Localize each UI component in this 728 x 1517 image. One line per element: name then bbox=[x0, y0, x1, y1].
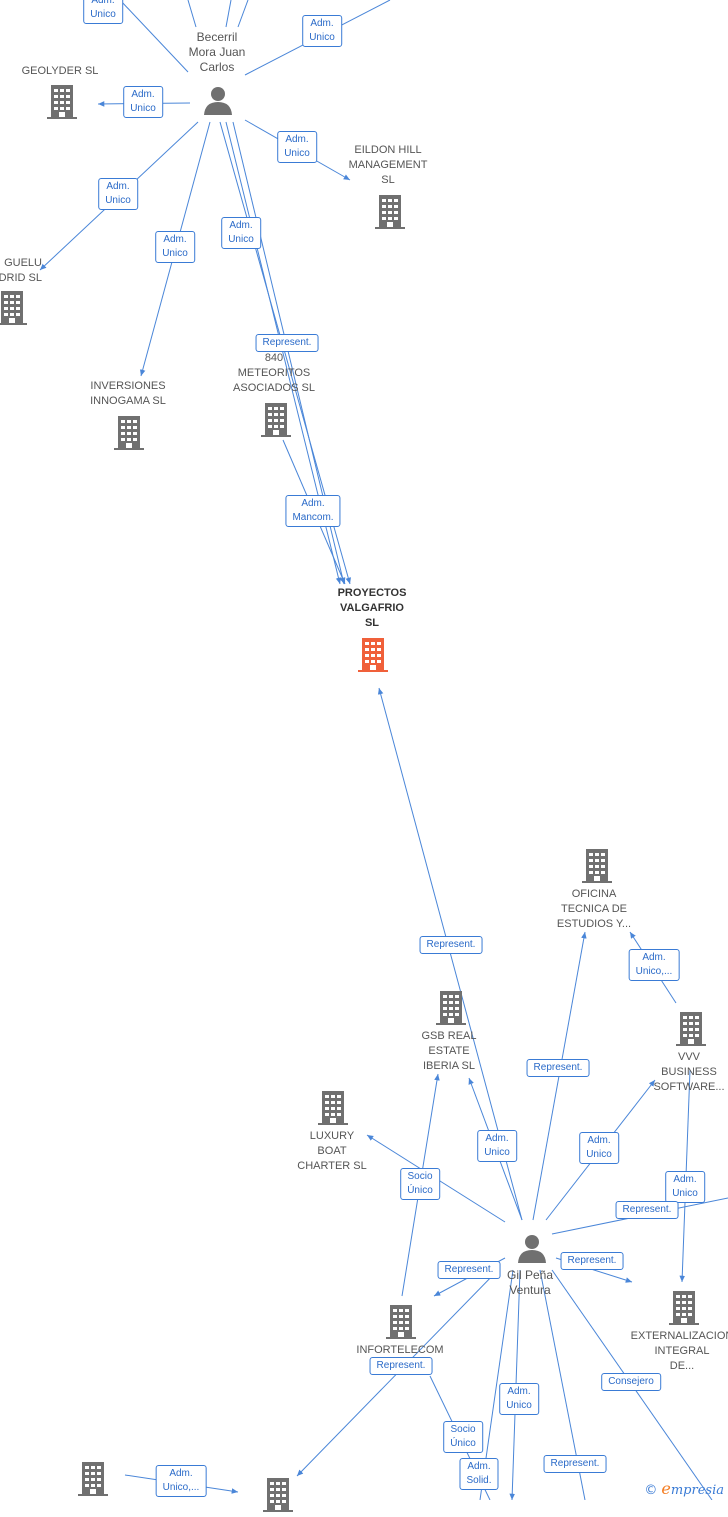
building-icon-innogama[interactable] bbox=[114, 416, 144, 455]
building-icon-bottom_left[interactable] bbox=[78, 1462, 108, 1501]
edge-label-gsb[interactable]: Adm. Unico bbox=[477, 1130, 517, 1162]
company-label-valgafrio[interactable]: PROYECTOS VALGAFRIO SL bbox=[337, 587, 407, 629]
company-label-geolyder[interactable]: GEOLYDER SL bbox=[21, 65, 99, 77]
company-label-oficina[interactable]: OFICINA TECNICA DE ESTUDIOS Y... bbox=[556, 888, 632, 930]
company-label-eildon[interactable]: EILDON HILL MANAGEMENT SL bbox=[348, 144, 428, 186]
building-icon-oficina[interactable] bbox=[582, 849, 612, 888]
person-label-becerril[interactable]: Becerril Mora Juan Carlos bbox=[188, 30, 246, 74]
company-label-luxury[interactable]: LUXURY BOAT CHARTER SL bbox=[297, 1130, 367, 1172]
building-icon-luxury[interactable] bbox=[318, 1091, 348, 1130]
building-icon-vvv[interactable] bbox=[676, 1012, 706, 1051]
edge-label-innogama[interactable]: Adm. Unico bbox=[155, 231, 195, 263]
company-label-gsb[interactable]: GSB REAL ESTATE IBERIA SL bbox=[421, 1030, 477, 1072]
edge-label-represent-info[interactable]: Represent. bbox=[369, 1357, 433, 1375]
edge-label-meteoritos[interactable]: Adm. Unico bbox=[221, 217, 261, 249]
company-label-vvv[interactable]: VVV BUSINESS SOFTWARE... bbox=[653, 1051, 725, 1093]
building-icon-externalizacion[interactable] bbox=[669, 1291, 699, 1330]
edge-label-ext[interactable]: Adm. Unico bbox=[665, 1171, 705, 1203]
edge-label-adm-solid[interactable]: Adm. Solid. bbox=[459, 1458, 499, 1490]
building-icon-valgafrio[interactable] bbox=[358, 638, 388, 677]
company-label-externalizacion[interactable]: EXTERNALIZACION INTEGRAL DE... bbox=[630, 1330, 728, 1372]
edge-label-guelu[interactable]: Adm. Unico bbox=[98, 178, 138, 210]
building-icon-guelu[interactable] bbox=[0, 291, 27, 330]
person-icon-becerril[interactable] bbox=[203, 85, 233, 120]
edge-label-represent-left[interactable]: Represent. bbox=[437, 1261, 501, 1279]
company-label-meteoritos[interactable]: 840 METEORITOS ASOCIADOS SL bbox=[233, 352, 315, 394]
person-label-gil[interactable]: Gil Peña Ventura bbox=[506, 1268, 554, 1297]
edge-label-socio-luxury[interactable]: Socio Único bbox=[400, 1168, 440, 1200]
edge-line-3 bbox=[119, 0, 189, 73]
brand-name: mpresia bbox=[670, 1483, 724, 1498]
edge-line-2 bbox=[237, 0, 249, 28]
edge-label-represent-valga[interactable]: Represent. bbox=[419, 936, 483, 954]
edge-label-vvv[interactable]: Adm. Unico bbox=[579, 1132, 619, 1164]
edge-label-represent-bottom[interactable]: Represent. bbox=[543, 1455, 607, 1473]
building-icon-bottom_mid[interactable] bbox=[263, 1478, 293, 1517]
edge-label-top1[interactable]: Adm. Unico bbox=[83, 0, 123, 24]
edge-label-geolyder[interactable]: Adm. Unico bbox=[123, 86, 163, 118]
edge-label-represent-met[interactable]: Represent. bbox=[255, 334, 319, 352]
edge-label-socio-bottom[interactable]: Socio Único bbox=[443, 1421, 483, 1453]
edge-line-0 bbox=[187, 0, 197, 28]
edge-line-1 bbox=[225, 0, 232, 28]
brand-initial: e bbox=[661, 1479, 671, 1498]
company-label-guelu[interactable]: GUELU DRID SL bbox=[0, 257, 42, 284]
edge-label-top2[interactable]: Adm. Unico bbox=[302, 15, 342, 47]
company-label-innogama[interactable]: INVERSIONES INNOGAMA SL bbox=[90, 380, 166, 407]
building-icon-geolyder[interactable] bbox=[47, 85, 77, 124]
copyright-symbol: © bbox=[644, 1483, 658, 1498]
edge-label-represent-oficina[interactable]: Represent. bbox=[526, 1059, 590, 1077]
person-icon-gil[interactable] bbox=[517, 1233, 547, 1268]
edge-label-consejero[interactable]: Consejero bbox=[601, 1373, 661, 1391]
building-icon-meteoritos[interactable] bbox=[261, 403, 291, 442]
edge-label-represent-right[interactable]: Represent. bbox=[615, 1201, 679, 1219]
building-icon-infortelecom[interactable] bbox=[386, 1305, 416, 1344]
company-label-infortelecom[interactable]: INFORTELECOM bbox=[356, 1344, 444, 1356]
edge-label-adm-bottom[interactable]: Adm. Unico bbox=[499, 1383, 539, 1415]
edge-label-represent-ext[interactable]: Represent. bbox=[560, 1252, 624, 1270]
edge-label-oficina-vvv[interactable]: Adm. Unico,... bbox=[628, 949, 680, 981]
edge-label-eildon[interactable]: Adm. Unico bbox=[277, 131, 317, 163]
building-icon-eildon[interactable] bbox=[375, 195, 405, 234]
edge-label-mancom[interactable]: Adm. Mancom. bbox=[285, 495, 341, 527]
building-icon-gsb[interactable] bbox=[436, 991, 466, 1030]
edge-label-adm-bl[interactable]: Adm. Unico,... bbox=[155, 1465, 207, 1497]
footer-brand[interactable]: ©empresia bbox=[644, 1479, 724, 1498]
